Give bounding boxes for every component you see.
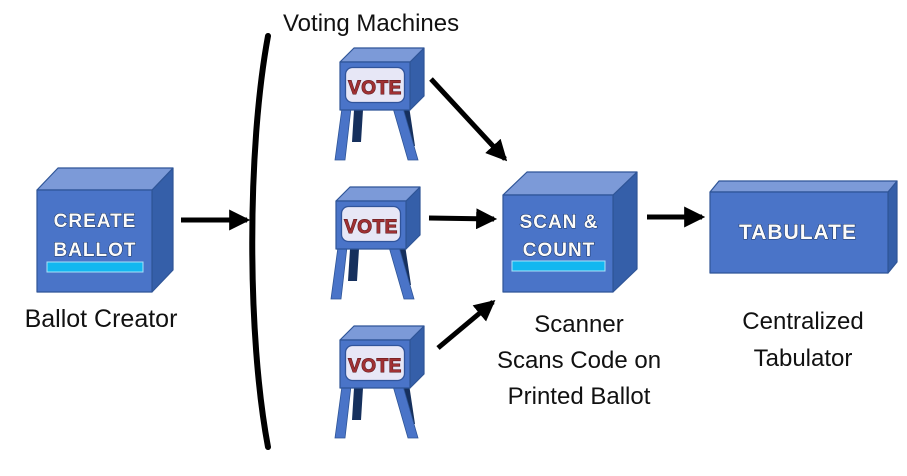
ballot-creator-caption: Ballot Creator	[24, 305, 178, 333]
arrow-machine1-to-scanner	[429, 77, 508, 162]
voting-machines-group-label: Voting Machines	[283, 10, 460, 37]
tabulator-box: TABULATE	[709, 180, 898, 274]
voting-machines-brace	[249, 33, 271, 450]
tabulator-box-side	[887, 180, 898, 274]
voting-machine-3	[334, 325, 425, 439]
ballot-creator-box-label-line1: CREATE	[54, 211, 137, 232]
scanner-caption: Scanner Scans Code on Printed Ballot	[479, 307, 679, 415]
voting-machine-1-screen-text: VOTE	[348, 78, 402, 99]
ballot-creator-slot-bar	[46, 261, 144, 273]
scanner-slot-bar	[511, 260, 606, 272]
tabulator-caption: Centralized Tabulator	[703, 303, 903, 377]
voting-machine-1	[334, 47, 425, 161]
ballot-creator-box-front	[36, 189, 153, 293]
ballot-creator-box-label-line2: BALLOT	[53, 240, 136, 261]
tabulator-caption-line1: Centralized	[742, 308, 864, 335]
voting-machine-2-screen-text: VOTE	[344, 217, 398, 238]
scanner-box: SCAN & COUNT	[502, 171, 638, 293]
tabulator-box-front	[709, 191, 889, 274]
tabulator-box-top	[709, 180, 898, 193]
scanner-caption-line2: Scans Code on	[496, 347, 662, 374]
ballot-creator-box: CREATE BALLOT	[36, 167, 174, 293]
arrow-machine3-to-scanner	[436, 299, 496, 350]
scanner-box-label-line2: COUNT	[523, 240, 596, 261]
tabulator-box-label: TABULATE	[739, 221, 857, 244]
tabulator-caption-line2: Tabulator	[753, 345, 853, 372]
scanner-caption-line3: Printed Ballot	[507, 383, 651, 410]
scanner-box-top	[502, 171, 638, 196]
scanner-box-front	[502, 194, 614, 293]
scanner-box-label-line1: SCAN &	[520, 212, 599, 233]
voting-machine-3-screen-text: VOTE	[348, 356, 402, 377]
ballot-creator-box-top	[36, 167, 174, 191]
arrow-machine2-to-scanner	[428, 208, 498, 230]
scanner-caption-line1: Scanner	[534, 311, 624, 338]
voting-machine-2	[330, 186, 421, 300]
